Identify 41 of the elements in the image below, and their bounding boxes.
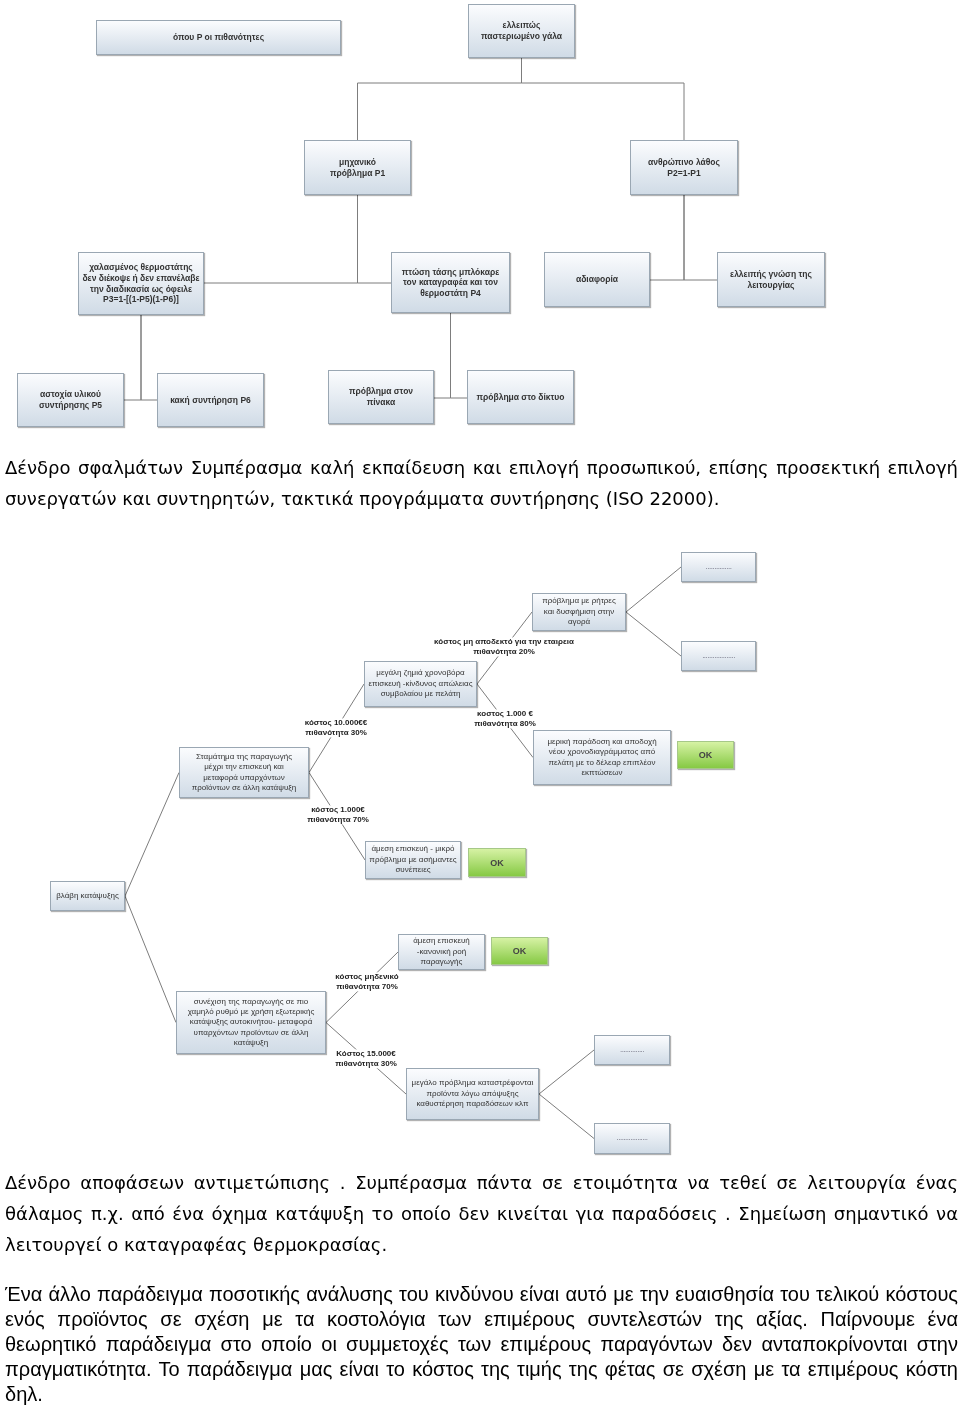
status-box: OK xyxy=(677,741,734,769)
connector-line xyxy=(625,611,682,657)
decision-box: μεγάλη ζημιά χρονοβόρα επισκευή -κίνδυνος απώλειας συμβολαίου με πελάτη xyxy=(364,661,477,707)
status-box: OK xyxy=(491,937,548,965)
event-box: ελλειπώς παστεριωμένο γάλα xyxy=(468,4,575,58)
event-box: πρόβλημα στον πίνακα xyxy=(328,370,434,424)
event-box: μηχανικό πρόβλημα P1 xyxy=(304,140,411,195)
connector-line xyxy=(124,772,180,897)
decision-box: Σταμάτημα της παραγωγής μέχρι την επισκευή και μεταφορά υπαρχόντων προϊόντων σε άλλη κατάψυξη xyxy=(179,747,309,798)
event-box: πρόβλημα στο δίκτυο xyxy=(467,370,574,424)
event-box: ελλειπής γνώση της λειτουργίας xyxy=(717,252,825,307)
placeholder-box: ................... xyxy=(681,641,756,671)
decision-box: συνέχιση της παραγωγής σε πιο χαμηλό ρυθμό με χρήση εξωτερικής κατάψυξης αυτοκινήτου- μεταφορά υπαρχόντων προϊόντων σε άλλη κατάψυξη xyxy=(176,991,326,1054)
event-box: χαλασμένος θερμοστάτης δεν διέκοψε ή δεν επανέλαβε την διαδικασία ως όφειλε P3=1-[(1-P5)(1-P6)] xyxy=(78,252,204,315)
event-box: ανθρώπινο λάθος P2=1-P1 xyxy=(630,140,738,195)
decision-box: άμεση επισκευή - μικρό πρόβλημα με ασήμαντες συνέπειες xyxy=(365,841,461,879)
event-box: πτώση τάσης μπλόκαρε τον καταγραφέα και τον θερμοστάτη P4 xyxy=(391,252,510,313)
decision-box: άμεση επισκευή -κανονική ροή παραγωγής xyxy=(398,934,485,970)
note-box: όπου P οι πιθανότητες xyxy=(96,20,341,55)
connector-line xyxy=(450,312,468,399)
connector-line xyxy=(124,895,177,1023)
caption-text: Δένδρο αποφάσεων αντιμετώπισης . Συμπέρασμα πάντα σε ετοιμότητα να τεθεί σε λειτουργία ένας θάλαμος π.χ. από ένα όχημα κατάψυξη το οποίο δεν κινείται για παραδόσεις . Σημείωση σημαντικό να λειτουργεί ο καταγραφέας θερμοκρασίας. xyxy=(5,1171,958,1257)
decision-box: πρόβλημα με ρήτρες και δυσφήμιση στην αγορά xyxy=(532,593,626,631)
connector-line xyxy=(625,566,682,613)
event-box: αστοχία υλικού συντήρησης P5 xyxy=(17,373,124,427)
caption-text: Δένδρο σφαλμάτων Συμπέρασμα καλή εκπαίδευση και επιλογή προσωπικού, επίσης προσεκτική επιλογή συνεργατών και συντηρητών, τακτικά προγράμματα συντήρησης (ISO 22000). xyxy=(5,456,958,511)
placeholder-box: .............. xyxy=(594,1035,670,1065)
decision-box: βλάβη κατάψυξης xyxy=(50,881,125,911)
connector-line xyxy=(357,194,392,284)
placeholder-box: .................. xyxy=(594,1123,670,1154)
event-box: κακή συντήρηση P6 xyxy=(157,373,264,427)
connector-line xyxy=(538,1049,595,1095)
connector-line xyxy=(140,314,158,401)
decision-box: μεγάλο πρόβλημα καταστρέφονται προϊόντα λόγω απόψυξης καθυστέρηση παραδόσεων κλπ xyxy=(406,1068,539,1120)
event-box: αδιαφορία xyxy=(544,252,650,307)
placeholder-box: ............... xyxy=(681,552,756,582)
connector-line xyxy=(683,194,718,281)
status-box: OK xyxy=(468,848,526,877)
decision-box: μερική παράδοση και αποδοχή νέου χρονοδιαγράμματος από πελάτη με το δέλεαρ επιπλέον εκπτώσεων xyxy=(533,730,671,785)
connector-line xyxy=(538,1093,595,1139)
body-paragraph: Ένα άλλο παράδειγμα ποσοτικής ανάλυσης του κινδύνου είναι αυτό με την ευαισθησία του τελικού κόστους ενός προϊόντος σε σχέση με τα κοστολόγια των επιμέρους συντελεστών της αξίας. Παίρνουμε ένα θεωρητικό παράδειγμα στο οποίο οι συμμετοχές των επιμέρους παραγόντων δεν ανταποκρίνονται στην πραγματικότητα. Το παράδειγμα μας είναι το κόστος της τιμής της φέτας σε σχέση με τα επιμέρους κόστη δηλ. xyxy=(5,1282,958,1407)
